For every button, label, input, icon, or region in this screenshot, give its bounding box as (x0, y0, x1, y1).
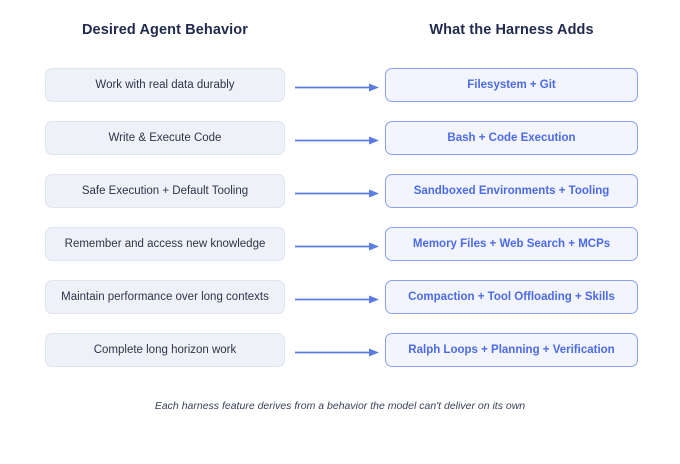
footer-caption: Each harness feature derives from a beha… (154, 400, 526, 412)
mapping-row: Write & Execute Code Bash + Code Executio… (0, 121, 680, 155)
behavior-box[interactable]: Remember and access new knowledge (45, 227, 285, 261)
arrow-right-icon (295, 242, 380, 251)
harness-box[interactable]: Sandboxed Environments + Tooling (385, 174, 638, 208)
harness-box[interactable]: Ralph Loops + Planning + Verification (385, 333, 638, 367)
behavior-box[interactable]: Safe Execution + Default Tooling (45, 174, 285, 208)
arrow-right-icon (295, 136, 380, 145)
mapping-row: Work with real data durably Filesystem + … (0, 68, 680, 102)
arrow-right-icon (295, 83, 380, 92)
behavior-box[interactable]: Maintain performance over long contexts (45, 280, 285, 314)
arrow-right-icon (295, 348, 380, 357)
harness-box[interactable]: Bash + Code Execution (385, 121, 638, 155)
harness-box[interactable]: Filesystem + Git (385, 68, 638, 102)
harness-box[interactable]: Memory Files + Web Search + MCPs (385, 227, 638, 261)
mapping-row: Safe Execution + Default Tooling Sandboxe… (0, 174, 680, 208)
behavior-box[interactable]: Write & Execute Code (45, 121, 285, 155)
column-header-desired-agent-behavior: Desired Agent Behavior (81, 22, 249, 38)
behavior-box[interactable]: Complete long horizon work (45, 333, 285, 367)
mapping-row: Remember and access new knowledge Memory … (0, 227, 680, 261)
harness-box[interactable]: Compaction + Tool Offloading + Skills (385, 280, 638, 314)
mapping-row: Complete long horizon work Ralph Loops + … (0, 333, 680, 367)
arrow-right-icon (295, 295, 380, 304)
arrow-right-icon (295, 189, 380, 198)
mapping-rows: Work with real data durably Filesystem + … (0, 68, 680, 386)
mapping-row: Maintain performance over long contexts C… (0, 280, 680, 314)
behavior-box[interactable]: Work with real data durably (45, 68, 285, 102)
column-header-what-the-harness-adds: What the Harness Adds (429, 22, 594, 38)
